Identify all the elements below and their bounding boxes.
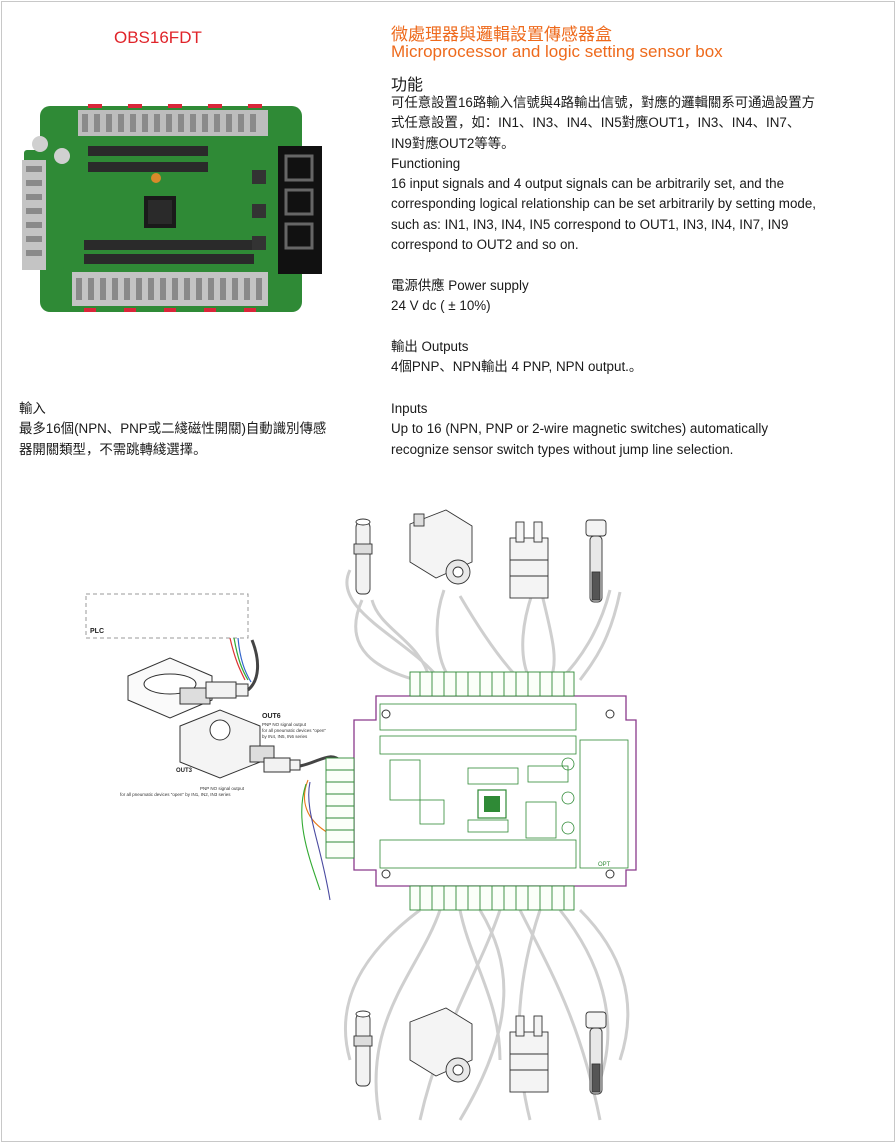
gripper-sensor-top-3 — [509, 521, 549, 599]
out6-note-1: PNP NO signal output — [262, 722, 307, 727]
functioning-section: 可任意設置16路輸入信號與4路輸出信號，對應的邏輯關系可通過設置方 式任意設置，… — [391, 93, 871, 255]
inputs-text-zh-2: 器開關類型，不需跳轉綫選擇。 — [19, 441, 207, 457]
functioning-text-en-4: correspond to OUT2 and so on. — [391, 237, 579, 253]
out3-label: OUT3 — [176, 768, 193, 774]
inputs-text-en-2: recognize sensor switch types without ju… — [391, 441, 734, 457]
product-code: OBS16FDT — [114, 28, 202, 47]
functioning-text-zh-1: 可任意設置16路輸入信號與4路輸出信號，對應的邏輯關系可通過設置方 — [391, 95, 816, 110]
inputs-heading-zh: 輸入 — [19, 401, 46, 416]
bottom-sensor-cables — [343, 908, 630, 1121]
out6-label: OUT6 — [262, 713, 281, 720]
functioning-text-en-2: corresponding logical relationship can b… — [391, 196, 817, 212]
m8-connector-top — [205, 681, 249, 699]
functioning-text-zh-2: 式任意設置，如：IN1、IN3、IN4、IN5對應OUT1，IN3、IN4、IN… — [391, 115, 801, 131]
actuator-sensor-top-2 — [409, 509, 473, 585]
probe-sensor-bottom-4 — [585, 1011, 607, 1095]
wiring-diagram: PLC OUT6 PNP NO signal output for all pn… — [85, 509, 637, 1121]
functioning-text-en-1: 16 input signals and 4 output signals ca… — [391, 176, 785, 192]
title-zh: 微處理器與邏輯設置傳感器盒 — [391, 25, 612, 44]
top-sensor-cables — [345, 569, 622, 682]
out3-note-1: PNP NO signal output — [200, 786, 245, 791]
main-chip — [477, 789, 507, 819]
board-components — [379, 703, 629, 869]
inputs-section-zh: 輸入 最多16個(NPN、PNP或二綫磁性開關)自動識別傳感 器開關類型，不需跳… — [19, 399, 369, 460]
probe-sensor-top-4 — [585, 519, 607, 603]
cylinder-sensor-bottom-1 — [353, 1010, 373, 1087]
gripper-sensor-bottom-3 — [509, 1015, 549, 1093]
functioning-heading-en: Functioning — [391, 155, 461, 171]
actuator-sensor-bottom-2 — [409, 1007, 473, 1083]
board-outline — [353, 695, 637, 887]
out6-note-3: by IN4, IN5, IN6 series — [262, 734, 308, 739]
bottom-terminal-block — [409, 885, 575, 911]
plc-box — [85, 593, 249, 639]
pcb-board-image — [22, 104, 322, 312]
out6-note-2: for all pneumatic devices "open" — [262, 728, 326, 733]
cylinder-sensor-top-1 — [353, 518, 373, 595]
inputs-text-en-1: Up to 16 (NPN, PNP or 2-wire magnetic sw… — [391, 421, 769, 437]
outputs-section: 輸出 Outputs 4個PNP、NPN輸出 4 PNP, NPN output… — [391, 337, 871, 378]
inputs-heading-en: Inputs — [391, 401, 428, 416]
left-terminal-block — [325, 757, 355, 859]
m8-connector-bottom — [263, 757, 301, 773]
outputs-heading: 輸出 Outputs — [391, 339, 469, 354]
functioning-heading-zh: 功能 — [391, 77, 424, 94]
inputs-text-zh-1: 最多16個(NPN、PNP或二綫磁性開關)自動識別傳感 — [19, 421, 327, 437]
main-chip-die — [484, 796, 500, 812]
inputs-section-en: Inputs Up to 16 (NPN, PNP or 2-wire magn… — [391, 399, 871, 460]
plc-label: PLC — [90, 628, 104, 635]
functioning-text-zh-3: IN9對應OUT2等等。 — [391, 135, 515, 151]
power-heading: 電源供應 Power supply — [391, 278, 529, 293]
power-section: 電源供應 Power supply 24 V dc ( ± 10%) — [391, 276, 871, 317]
rotary-actuator-bottom — [179, 709, 275, 779]
outputs-value: 4個PNP、NPN輸出 4 PNP, NPN output.。 — [391, 359, 643, 375]
title-en: Microprocessor and logic setting sensor … — [391, 42, 723, 61]
out3-note-2: for all pneumatic devices "open" by IN1,… — [120, 792, 231, 797]
board-label: OPT — [598, 862, 611, 868]
power-value: 24 V dc ( ± 10%) — [391, 298, 491, 314]
top-terminal-block — [409, 671, 575, 697]
functioning-text-en-3: such as: IN1, IN3, IN4, IN5 correspond t… — [391, 216, 789, 232]
rotary-actuator-top — [127, 657, 213, 719]
